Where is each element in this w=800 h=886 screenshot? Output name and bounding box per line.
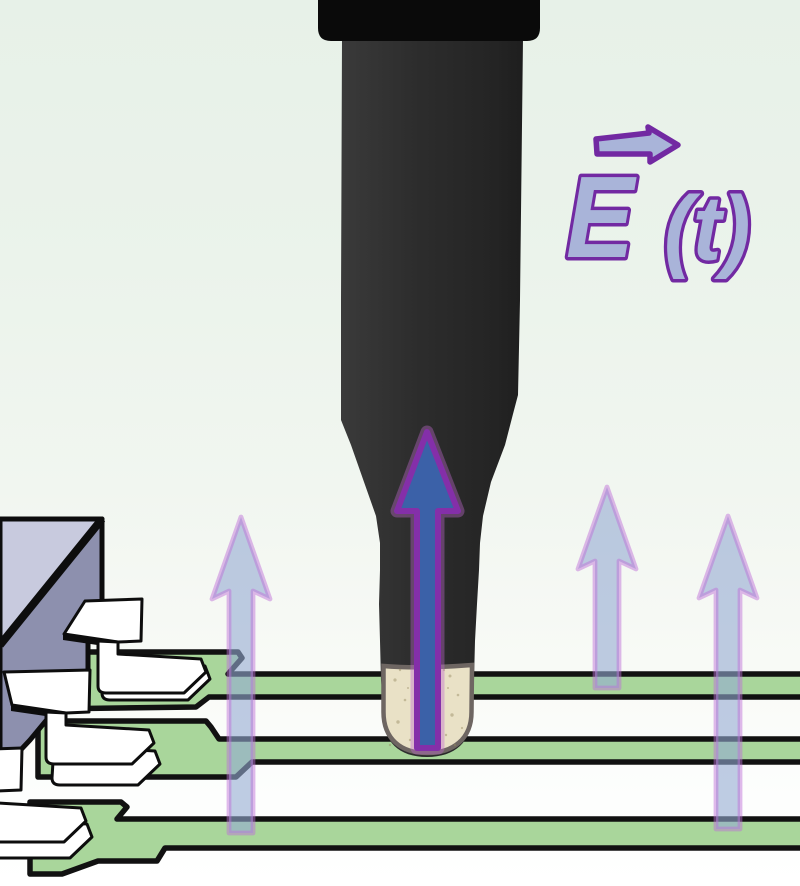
svg-text:E: E [566, 153, 637, 283]
svg-text:(t): (t) [664, 177, 750, 280]
